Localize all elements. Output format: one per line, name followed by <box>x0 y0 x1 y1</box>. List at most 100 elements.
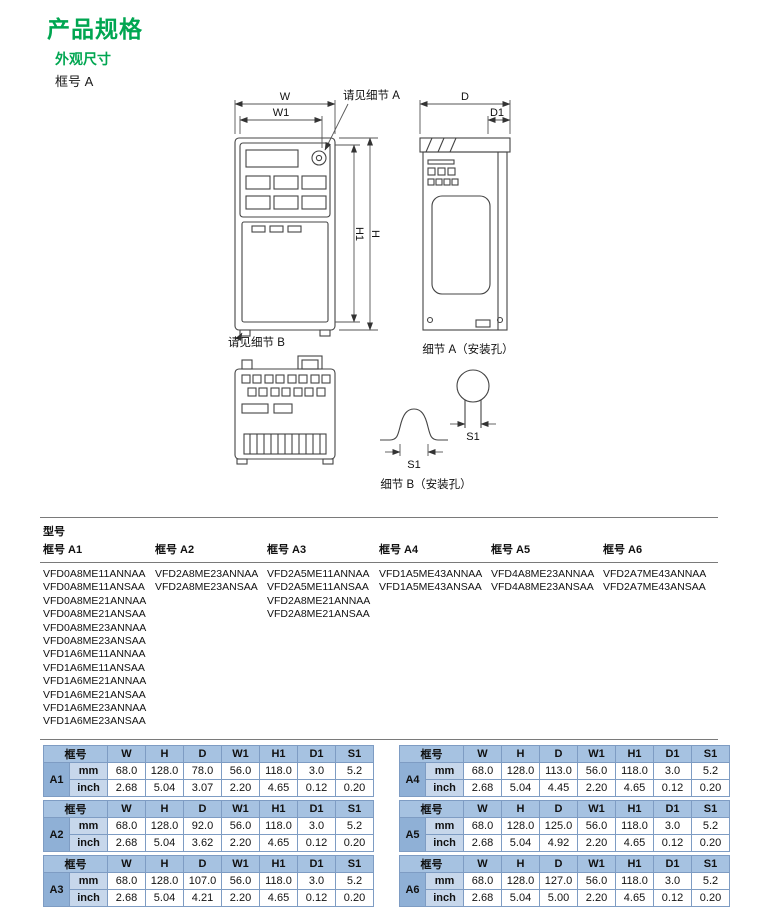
col-header: H1 <box>615 800 654 818</box>
col-header: H <box>145 855 184 873</box>
model-number: VFD0A8ME11ANNAA <box>43 568 146 580</box>
value-cell: 3.0 <box>297 762 336 780</box>
value-cell: 2.20 <box>221 779 260 797</box>
knob-icon <box>311 150 327 166</box>
col-header: D <box>539 800 578 818</box>
value-cell: 118.0 <box>259 762 298 780</box>
col-header: W <box>463 800 502 818</box>
model-column-header: 框号 A2 <box>155 544 195 556</box>
col-header: D <box>539 745 578 763</box>
value-cell: 0.20 <box>691 779 730 797</box>
value-cell: 3.0 <box>653 762 692 780</box>
value-cell: 68.0 <box>463 762 502 780</box>
value-cell: 4.45 <box>539 779 578 797</box>
dim-label-s1-a: S1 <box>466 431 479 443</box>
col-header: W <box>107 745 146 763</box>
model-number: VFD0A8ME21ANSAA <box>43 608 146 621</box>
col-header: D1 <box>653 855 692 873</box>
col-header: W1 <box>577 800 616 818</box>
value-cell: 3.0 <box>297 817 336 835</box>
value-cell: 0.12 <box>297 889 336 907</box>
value-cell: 2.20 <box>577 779 616 797</box>
unit-cell-inch: inch <box>69 779 108 797</box>
col-header: H <box>501 800 540 818</box>
unit-cell-inch: inch <box>69 889 108 907</box>
value-cell: 118.0 <box>615 872 654 890</box>
model-number: VFD1A6ME21ANNAA <box>43 675 147 688</box>
value-cell: 68.0 <box>463 817 502 835</box>
model-number: VFD2A7ME43ANSAA <box>603 581 706 594</box>
value-cell: 56.0 <box>221 817 260 835</box>
value-cell: 0.12 <box>653 779 692 797</box>
unit-cell-inch: inch <box>425 834 464 852</box>
value-cell: 4.21 <box>183 889 222 907</box>
value-cell: 68.0 <box>107 817 146 835</box>
value-cell: 2.68 <box>463 834 502 852</box>
detail-a-drawing <box>456 369 490 428</box>
model-number: VFD0A8ME23ANSAA <box>43 635 146 648</box>
model-number: VFD1A6ME23ANNAA <box>43 702 147 715</box>
model-number: VFD1A6ME11ANNAA <box>43 648 146 661</box>
dim-label-d1: D1 <box>490 107 504 119</box>
col-header: D1 <box>653 745 692 763</box>
col-header: H1 <box>259 745 298 763</box>
value-cell: 2.68 <box>463 779 502 797</box>
model-number: VFD1A6ME21ANSAA <box>43 688 146 701</box>
value-cell: 4.65 <box>615 889 654 907</box>
col-header: S1 <box>335 800 374 818</box>
front-view-dimension-lines <box>234 100 378 342</box>
value-cell: 5.2 <box>335 762 374 780</box>
col-header: D <box>183 745 222 763</box>
col-header: H <box>145 745 184 763</box>
value-cell: 128.0 <box>501 762 540 780</box>
detail-a-caption: 细节 A（安装孔） <box>422 342 513 356</box>
col-header: W <box>463 745 502 763</box>
value-cell: 128.0 <box>145 762 184 780</box>
col-header: D1 <box>297 855 336 873</box>
value-cell: 0.20 <box>335 834 374 852</box>
unit-cell-inch: inch <box>425 779 464 797</box>
value-cell: 78.0 <box>183 762 222 780</box>
unit-cell-inch: inch <box>69 834 108 852</box>
value-cell: 5.04 <box>145 889 184 907</box>
col-header: S1 <box>691 800 730 818</box>
col-header: D <box>183 855 222 873</box>
bottom-view-drawing <box>234 355 336 465</box>
value-cell: 68.0 <box>107 872 146 890</box>
model-number: VFD2A8ME23ANNAA <box>155 568 259 580</box>
model-table-title: 型号 <box>43 526 65 538</box>
value-cell: 56.0 <box>577 762 616 780</box>
col-header-frame: 框号 <box>43 800 108 818</box>
model-number: VFD2A5ME11ANNAA <box>267 568 370 580</box>
model-number: VFD2A8ME23ANSAA <box>155 581 258 594</box>
value-cell: 118.0 <box>615 817 654 835</box>
col-header: H1 <box>615 745 654 763</box>
value-cell: 0.12 <box>297 779 336 797</box>
value-cell: 5.04 <box>145 779 184 797</box>
dim-label-w1: W1 <box>273 107 290 119</box>
value-cell: 56.0 <box>577 872 616 890</box>
value-cell: 107.0 <box>183 872 222 890</box>
model-number: VFD4A8ME23ANNAA <box>491 568 595 580</box>
col-header: W <box>107 855 146 873</box>
col-header: D1 <box>297 800 336 818</box>
col-header: H <box>501 855 540 873</box>
value-cell: 2.68 <box>463 889 502 907</box>
